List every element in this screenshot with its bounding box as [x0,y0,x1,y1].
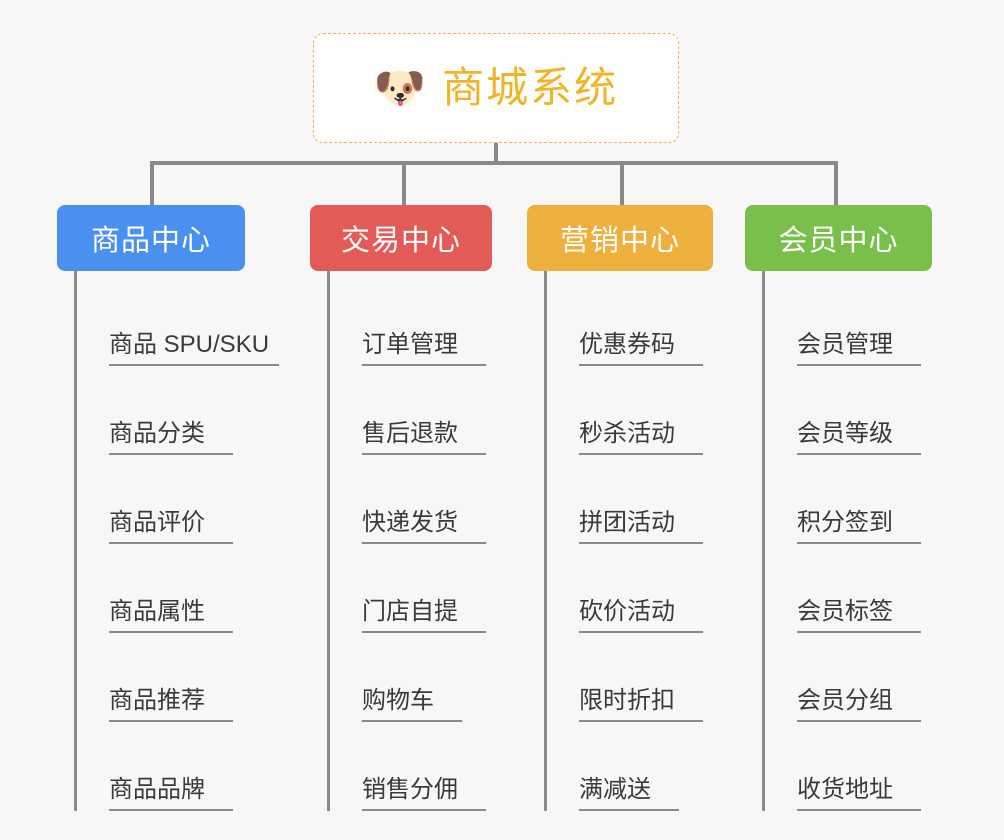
leaf-label: 门店自提 [362,598,486,633]
leaf-list-member-center: 会员管理 会员等级 积分签到 会员标签 会员分组 收货地址 [762,271,960,811]
list-item[interactable]: 拼团活动 [547,455,742,544]
leaf-label: 购物车 [362,687,462,722]
connector-horizontal-bus [150,161,838,165]
leaf-label: 销售分佣 [362,776,486,811]
leaf-label: 快递发货 [362,509,486,544]
branch-header-trade-center[interactable]: 交易中心 [310,205,492,271]
leaf-label: 会员分组 [797,687,921,722]
list-item[interactable]: 积分签到 [765,455,960,544]
connector-drop-marketing-center [620,161,624,205]
leaf-label: 砍价活动 [579,598,703,633]
branch-header-marketing-center[interactable]: 营销中心 [527,205,713,271]
leaf-list-product-center: 商品 SPU/SKU 商品分类 商品评价 商品属性 商品推荐 商品品牌 [74,271,317,811]
connector-drop-trade-center [402,161,406,205]
leaf-label: 收货地址 [797,776,921,811]
connector-drop-member-center [834,161,838,205]
leaf-label: 商品品牌 [109,776,233,811]
list-item[interactable]: 商品分类 [77,366,317,455]
leaf-label: 商品评价 [109,509,233,544]
leaf-label: 优惠券码 [579,331,703,366]
leaf-label: 订单管理 [362,331,486,366]
leaf-label: 商品分类 [109,420,233,455]
list-item[interactable]: 商品品牌 [77,722,317,811]
list-item[interactable]: 会员等级 [765,366,960,455]
list-item[interactable]: 会员标签 [765,544,960,633]
leaf-label: 商品 SPU/SKU [109,331,280,366]
connector-root-stem [494,143,498,165]
branch-member-center: 会员中心 会员管理 会员等级 积分签到 会员标签 会员分组 收货地址 [745,205,960,811]
list-item[interactable]: 商品推荐 [77,633,317,722]
branch-header-label: 交易中心 [340,225,461,257]
leaf-label: 积分签到 [797,509,921,544]
leaf-label: 满减送 [579,776,679,811]
branch-marketing-center: 营销中心 优惠券码 秒杀活动 拼团活动 砍价活动 限时折扣 满减送 [527,205,742,811]
list-item[interactable]: 门店自提 [330,544,525,633]
leaf-label: 售后退款 [362,420,486,455]
leaf-label: 会员标签 [797,598,921,633]
list-item[interactable]: 商品 SPU/SKU [77,277,317,366]
list-item[interactable]: 售后退款 [330,366,525,455]
branch-product-center: 商品中心 商品 SPU/SKU 商品分类 商品评价 商品属性 商品推荐 商品品牌 [57,205,317,811]
list-item[interactable]: 商品评价 [77,455,317,544]
leaf-label: 会员管理 [797,331,921,366]
list-item[interactable]: 限时折扣 [547,633,742,722]
leaf-list-marketing-center: 优惠券码 秒杀活动 拼团活动 砍价活动 限时折扣 满减送 [544,271,742,811]
list-item[interactable]: 优惠券码 [547,277,742,366]
leaf-label: 限时折扣 [579,687,703,722]
list-item[interactable]: 满减送 [547,722,742,811]
branch-header-product-center[interactable]: 商品中心 [57,205,245,271]
branch-header-label: 会员中心 [778,225,899,257]
list-item[interactable]: 购物车 [330,633,525,722]
list-item[interactable]: 订单管理 [330,277,525,366]
branch-header-label: 商品中心 [90,225,211,257]
branch-header-label: 营销中心 [559,225,680,257]
leaf-label: 商品推荐 [109,687,233,722]
list-item[interactable]: 秒杀活动 [547,366,742,455]
leaf-label: 拼团活动 [579,509,703,544]
leaf-label: 秒杀活动 [579,420,703,455]
list-item[interactable]: 会员分组 [765,633,960,722]
list-item[interactable]: 销售分佣 [330,722,525,811]
root-title: 商城系统 [442,64,619,111]
leaf-list-trade-center: 订单管理 售后退款 快递发货 门店自提 购物车 销售分佣 [327,271,525,811]
branch-header-member-center[interactable]: 会员中心 [745,205,932,271]
list-item[interactable]: 砍价活动 [547,544,742,633]
list-item[interactable]: 收货地址 [765,722,960,811]
root-node[interactable]: 🐶 商城系统 [313,33,679,143]
dog-face-icon: 🐶 [373,64,427,111]
branch-trade-center: 交易中心 订单管理 售后退款 快递发货 门店自提 购物车 销售分佣 [310,205,525,811]
list-item[interactable]: 商品属性 [77,544,317,633]
leaf-label: 商品属性 [109,598,233,633]
list-item[interactable]: 会员管理 [765,277,960,366]
list-item[interactable]: 快递发货 [330,455,525,544]
leaf-label: 会员等级 [797,420,921,455]
connector-drop-product-center [150,161,154,205]
